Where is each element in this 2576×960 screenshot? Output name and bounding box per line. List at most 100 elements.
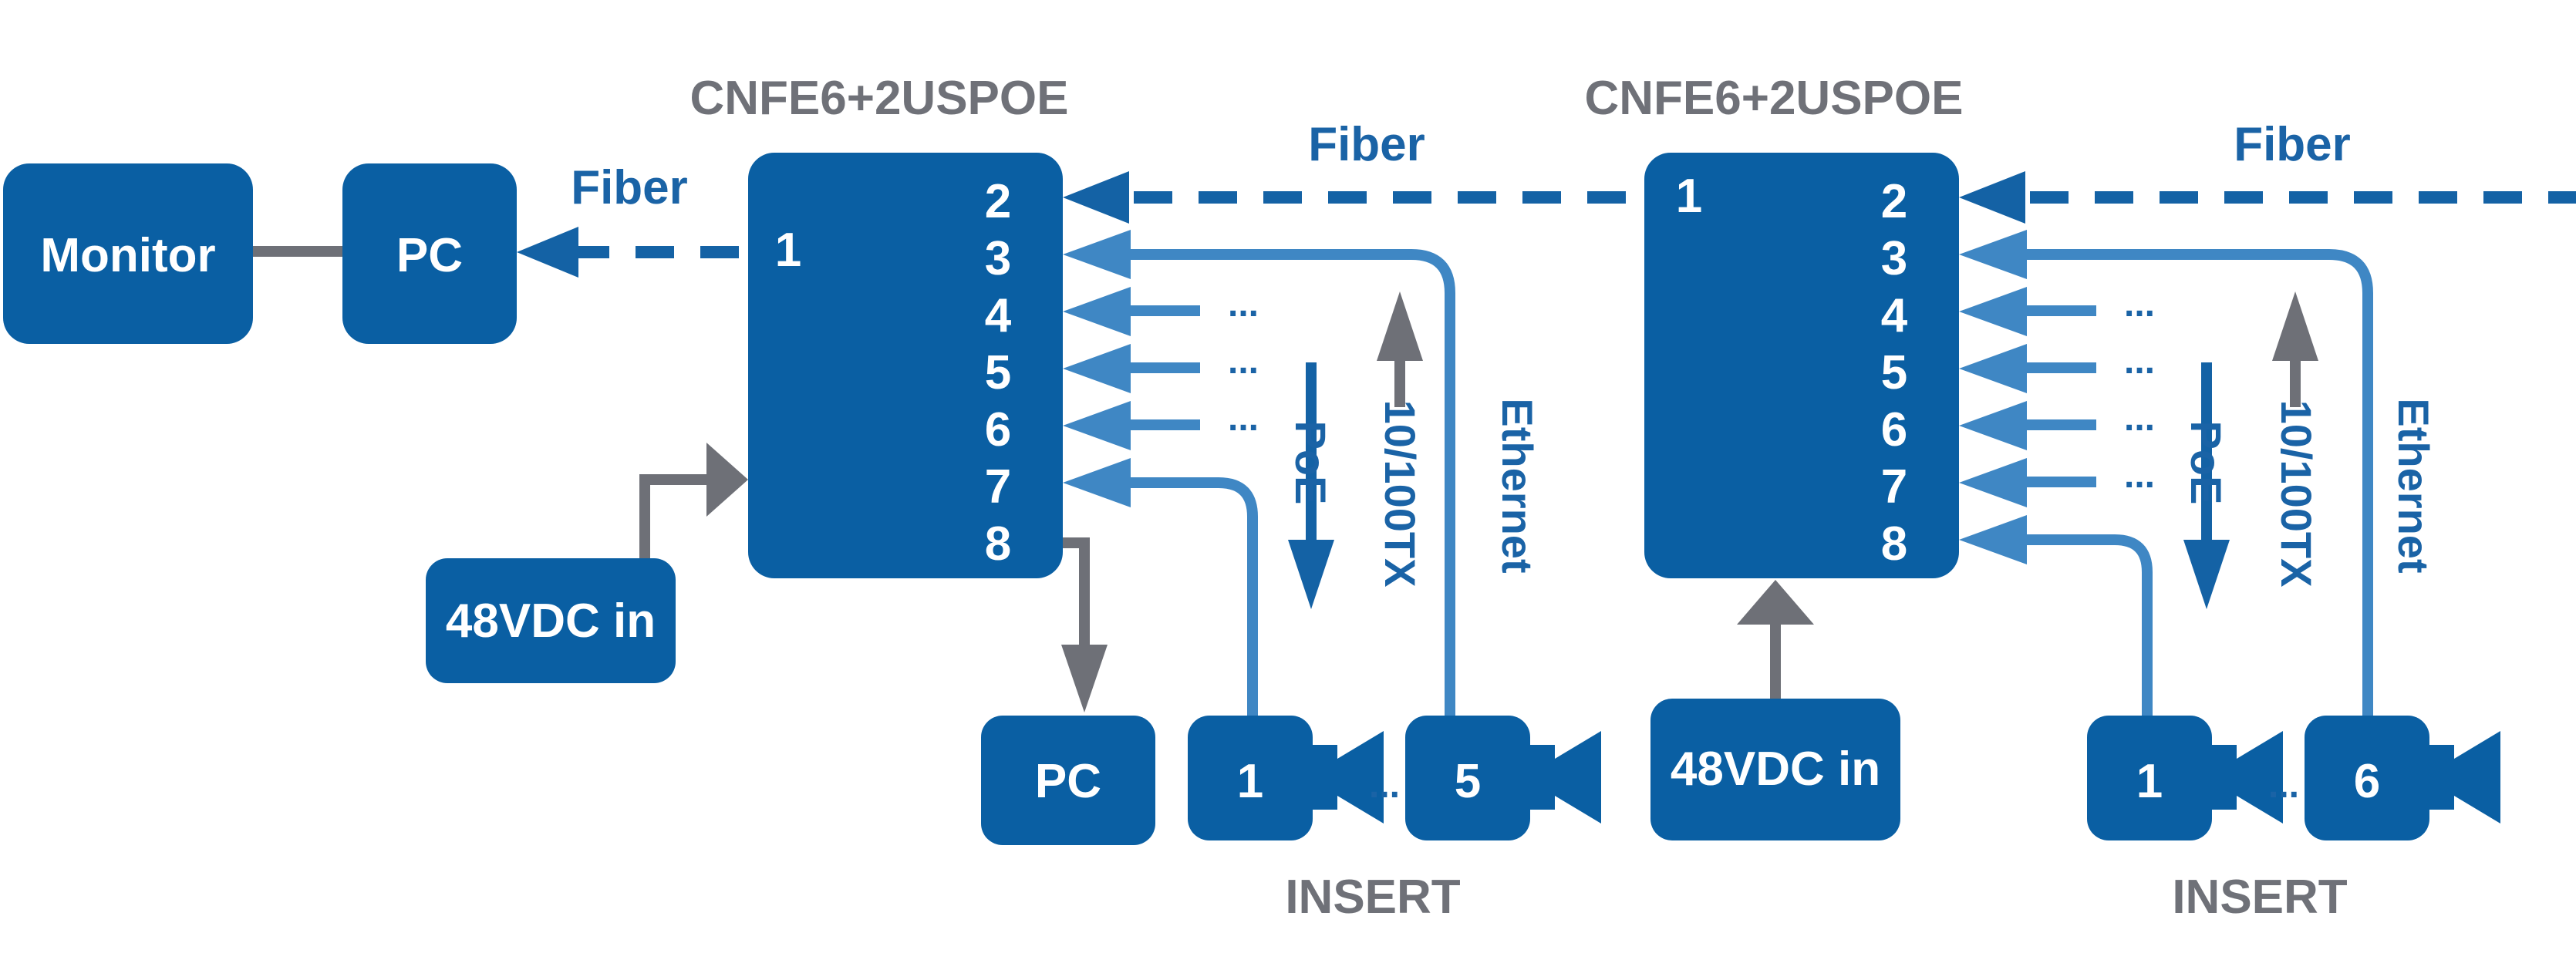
power-right-arrowhead (1737, 580, 1814, 625)
fiber-middle-label: Fiber (1308, 118, 1425, 171)
left-port-arrows (1063, 230, 1131, 507)
right-port-7-ellipsis: ... (2124, 455, 2155, 496)
right-cameras-caption: INSERT (2172, 871, 2347, 924)
pc-top-node: PC (342, 163, 517, 344)
left-cameras-caption: INSERT (1285, 871, 1460, 924)
right-switch-title: CNFE6+2USPOE (1584, 72, 1963, 125)
left-switch: 1 2 3 4 5 6 7 8 (748, 153, 1063, 578)
left-port-3-ethernet-line (1131, 249, 1455, 717)
left-switch-port-1: 1 (775, 224, 801, 277)
monitor-label: Monitor (40, 229, 215, 282)
left-port-4-ellipsis: ... (1228, 284, 1259, 325)
left-camera-1: 1 (1188, 716, 1384, 840)
left-poe-arrow-shaft (1306, 362, 1317, 540)
monitor-box (3, 163, 253, 344)
left-port-7-arrow (1063, 458, 1131, 507)
fiber-left-arrowhead (517, 227, 578, 278)
power-right-node: 48VDC in (1650, 699, 1900, 840)
pc-bottom-node: PC (981, 716, 1155, 845)
power-left-arrowhead (706, 443, 748, 517)
power-left-link (639, 474, 710, 558)
left-port-6-ellipsis: ... (1228, 398, 1259, 439)
right-camera-1-box (2087, 716, 2212, 840)
left-switch-port-6: 6 (985, 403, 1011, 456)
left-port-7-line (1131, 477, 1258, 717)
right-speed-label: 10/100TX (2272, 400, 2321, 588)
right-port-8-line (2027, 534, 2153, 717)
left-switch-port-7: 7 (985, 460, 1011, 514)
fiber-middle-arrowhead (1063, 171, 1129, 224)
left-speed-arrow-shaft (1394, 361, 1405, 407)
right-camera-6-lens (2417, 731, 2500, 824)
right-port-7-arrow (1959, 458, 2027, 507)
left-switch-box (748, 153, 1063, 578)
right-cameras-separator: ... (2268, 765, 2299, 806)
power-right-label: 48VDC in (1671, 743, 1880, 796)
right-port-7-stub (2027, 477, 2096, 487)
fiber-left-label: Fiber (571, 161, 688, 214)
power-left-node: 48VDC in (426, 558, 676, 683)
left-camera-5-lens (1518, 731, 1601, 824)
monitor-pc-link (253, 246, 342, 257)
right-poe-arrowhead (2183, 540, 2230, 609)
fiber-right-arrowhead (1959, 171, 2025, 224)
right-port-6-ellipsis: ... (2124, 398, 2155, 439)
left-switch-port-8: 8 (985, 517, 1011, 571)
left-poe-label: PoE (1286, 421, 1335, 505)
right-port-4-arrow (1959, 287, 2027, 336)
right-port-arrows (1959, 230, 2027, 564)
left-port-6-stub (1131, 419, 1200, 430)
right-camera-6-box (2305, 716, 2429, 840)
right-switch-port-3: 3 (1881, 232, 1907, 285)
right-switch-port-2: 2 (1881, 175, 1907, 228)
right-port-6-arrow (1959, 401, 2027, 450)
left-camera-5-label: 5 (1455, 755, 1481, 808)
right-switch-port-8: 8 (1881, 517, 1907, 571)
power-left-label: 48VDC in (446, 595, 656, 648)
left-port-5-stub (1131, 362, 1200, 373)
right-port-8-arrow (1959, 515, 2027, 564)
right-switch-port-4: 4 (1881, 289, 1908, 342)
monitor-node: Monitor (3, 163, 253, 344)
right-camera-6: 6 (2305, 716, 2500, 840)
right-speed-arrow-shaft (2290, 361, 2301, 407)
left-switch-title: CNFE6+2USPOE (690, 72, 1068, 125)
left-ethernet-label: Ethernet (1493, 398, 1542, 573)
left-camera-5: 5 (1405, 716, 1601, 840)
right-port-3-ethernet-line (2027, 249, 2373, 717)
right-port-4-ellipsis: ... (2124, 284, 2155, 325)
left-switch-port-3: 3 (985, 232, 1011, 285)
left-port-6-arrow (1063, 401, 1131, 450)
right-switch-box (1644, 153, 1959, 578)
pc-bottom-label: PC (1035, 755, 1101, 808)
right-port-3-arrow (1959, 230, 2027, 279)
left-switch-port-2: 2 (985, 175, 1011, 228)
left-camera-1-label: 1 (1237, 755, 1263, 808)
right-switch-port-1: 1 (1676, 170, 1702, 223)
right-port-5-ellipsis: ... (2124, 341, 2155, 382)
right-camera-6-label: 6 (2354, 755, 2380, 808)
right-poe-arrow-shaft (2201, 362, 2212, 540)
left-port-3-arrow (1063, 230, 1131, 279)
fiber-right-label: Fiber (2234, 118, 2351, 171)
power-right-link (1770, 625, 1781, 699)
left-port-5-ellipsis: ... (1228, 341, 1259, 382)
right-port-5-arrow (1959, 344, 2027, 393)
pc-top-box (342, 163, 517, 344)
right-switch: 1 2 3 4 5 6 7 8 (1644, 153, 1959, 578)
left-switch-port-5: 5 (985, 346, 1011, 399)
right-ethernet-label: Ethernet (2389, 398, 2438, 573)
left-port-5-arrow (1063, 344, 1131, 393)
pc-bottom-box (981, 716, 1155, 845)
pc-top-label: PC (396, 229, 463, 282)
right-switch-port-6: 6 (1881, 403, 1907, 456)
right-camera-1: 1 (2087, 716, 2283, 840)
left-port-8-pc-arrowhead (1061, 645, 1108, 712)
left-switch-port-4: 4 (985, 289, 1012, 342)
left-port-4-stub (1131, 305, 1200, 316)
left-speed-arrowhead (1377, 291, 1423, 361)
left-speed-label: 10/100TX (1376, 400, 1425, 588)
left-camera-5-box (1405, 716, 1530, 840)
left-camera-1-box (1188, 716, 1313, 840)
right-camera-1-label: 1 (2136, 755, 2163, 808)
